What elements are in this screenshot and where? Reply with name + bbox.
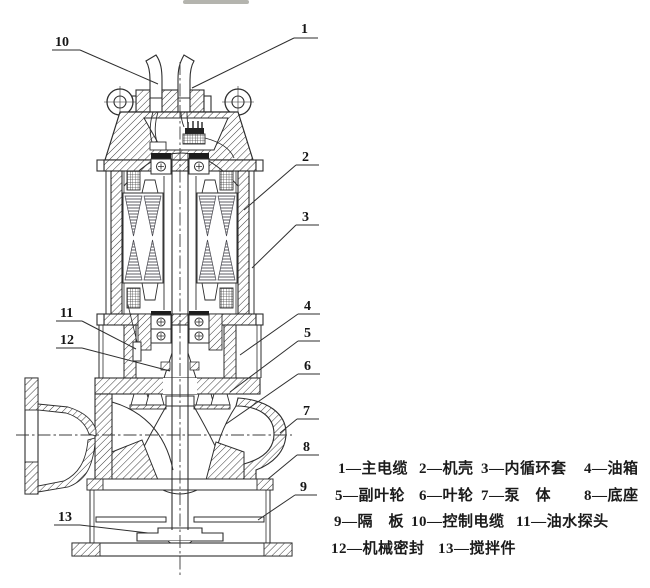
base-plate <box>71 542 293 557</box>
callouts: 10 1 2 3 4 5 6 7 <box>52 22 320 534</box>
callout-number-13: 13 <box>58 510 72 525</box>
callout-number-9: 9 <box>300 480 307 495</box>
callout-number-3: 3 <box>302 210 309 225</box>
cable-gland-left <box>135 89 151 113</box>
callout-number-6: 6 <box>304 359 311 374</box>
slot-wedge <box>201 179 219 194</box>
volute-flange <box>94 377 261 395</box>
coil-end-block <box>126 287 141 309</box>
callout-number-12: 12 <box>60 333 74 348</box>
lower-bearing-assembly <box>137 311 223 351</box>
junction-block <box>149 141 167 151</box>
callout-number-10: 10 <box>55 35 69 50</box>
base-frame <box>71 478 293 557</box>
main-cable <box>177 54 195 99</box>
agitator <box>136 527 224 542</box>
slot-wedge <box>141 282 159 301</box>
callout-9: 9 <box>257 480 317 521</box>
centerlines <box>16 62 292 576</box>
base-foot-left <box>71 542 101 557</box>
discharge-pipe-lower <box>37 437 96 493</box>
stator-winding-left <box>122 170 164 309</box>
callout-8: 8 <box>267 440 319 480</box>
slot-wedge <box>201 282 219 301</box>
probe-wire <box>127 304 138 343</box>
mechanical-seal <box>160 352 200 379</box>
oil-chamber <box>98 304 262 379</box>
scan-artifact <box>183 0 249 4</box>
casing-wall-right <box>237 170 250 315</box>
casing-wall-left <box>110 170 123 315</box>
stator-winding-right <box>196 170 238 309</box>
callout-11: 11 <box>56 306 137 350</box>
oil-water-probe <box>132 341 142 362</box>
callout-5: 5 <box>229 326 320 393</box>
callout-number-4: 4 <box>304 299 311 314</box>
gland-step-right <box>203 95 212 113</box>
callout-number-7: 7 <box>303 404 310 419</box>
volute-wall-left <box>94 393 113 481</box>
cable-routing-lines <box>149 111 235 159</box>
partition-plate-right <box>193 516 265 523</box>
callout-number-5: 5 <box>304 326 311 341</box>
callout-number-11: 11 <box>60 306 73 321</box>
coil-end-block <box>219 170 234 191</box>
callout-7: 7 <box>279 404 319 434</box>
upper-bearing <box>150 153 210 175</box>
callout-2: 2 <box>243 150 319 211</box>
callout-10: 10 <box>52 35 159 85</box>
terminal-block <box>182 121 206 145</box>
oil-tank-wall-right <box>223 324 237 379</box>
cable-gland-center <box>161 89 179 113</box>
pump-shaft <box>171 153 189 530</box>
partition-plate-left <box>95 516 167 523</box>
coil-end-block <box>219 287 234 309</box>
slot-wedge <box>141 179 159 194</box>
callout-6: 6 <box>225 359 320 425</box>
callout-number-2: 2 <box>302 150 309 165</box>
upper-housing-dome <box>104 111 254 161</box>
cable-gland-right <box>189 89 205 113</box>
callout-3: 3 <box>251 210 319 269</box>
callout-1: 1 <box>191 22 318 89</box>
callout-4: 4 <box>239 299 320 356</box>
callout-number-1: 1 <box>301 22 308 37</box>
discharge-outlet <box>24 377 97 495</box>
callout-number-8: 8 <box>303 440 310 455</box>
coil-end-block <box>126 170 141 191</box>
auxiliary-impeller <box>129 393 231 410</box>
control-cable <box>145 54 163 99</box>
rotor-outline <box>163 176 197 310</box>
base-foot-right <box>263 542 293 557</box>
callout-13: 13 <box>54 510 149 534</box>
callout-12: 12 <box>56 333 171 372</box>
